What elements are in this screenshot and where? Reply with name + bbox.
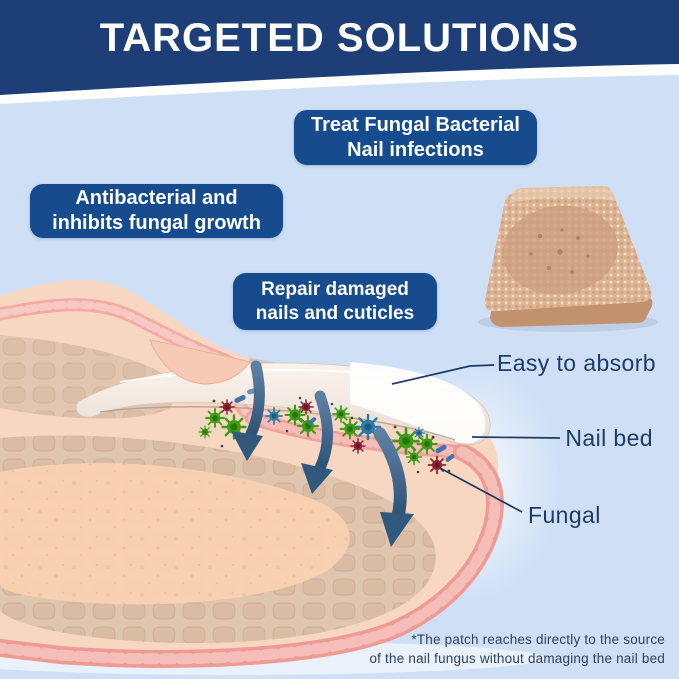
nail-free-edge	[350, 362, 486, 444]
proximal-fold	[149, 339, 251, 385]
callout-easy-to-absorb: Easy to absorb	[496, 350, 656, 376]
footnote-line: of the nail fungus without damaging the …	[369, 651, 665, 667]
patch-illustration	[478, 185, 658, 332]
patch-pad	[502, 205, 618, 295]
benefit-badge-antibacterial: Antibacterial and inhibits fungal growth	[30, 184, 283, 238]
badge-line: Treat Fungal Bacterial	[311, 113, 520, 136]
callout-nail-bed: Nail bed	[565, 425, 653, 451]
callout-lines	[391, 364, 561, 513]
patch-pad-speckles	[529, 228, 590, 274]
header-band	[0, 0, 679, 104]
penetration-arrows	[231, 360, 414, 547]
page-title: TARGETED SOLUTIONS	[99, 16, 580, 60]
badge-line: nails and cuticles	[255, 302, 415, 324]
header-navy-curve	[0, 0, 679, 95]
bone-speckles	[0, 463, 350, 605]
badge-line: inhibits fungal growth	[52, 212, 261, 234]
badge-line: Repair damaged	[261, 278, 409, 300]
callout-line-fungal	[439, 467, 523, 513]
nail-plate	[75, 362, 491, 445]
badge-line: Nail infections	[347, 138, 484, 161]
callout-fungal: Fungal	[528, 502, 601, 528]
patch-top-highlight	[509, 185, 616, 203]
penetration-arrow	[231, 360, 265, 461]
footnote-line: *The patch reaches directly to the sourc…	[411, 631, 665, 647]
finger-cross-section	[0, 279, 504, 668]
benefit-badge-repair: Repair damaged nails and cuticles	[233, 273, 437, 330]
footnote: *The patch reaches directly to the sourc…	[369, 630, 665, 669]
penetration-arrow	[301, 390, 333, 494]
callout-line-nail-bed	[471, 436, 561, 439]
nail-shine	[119, 369, 431, 383]
badge-line: Antibacterial and	[75, 187, 238, 209]
callout-line-easy-to-absorb	[391, 364, 495, 385]
penetration-arrow	[373, 427, 414, 547]
benefit-badge-treat-infections: Treat Fungal Bacterial Nail infections	[294, 110, 537, 165]
